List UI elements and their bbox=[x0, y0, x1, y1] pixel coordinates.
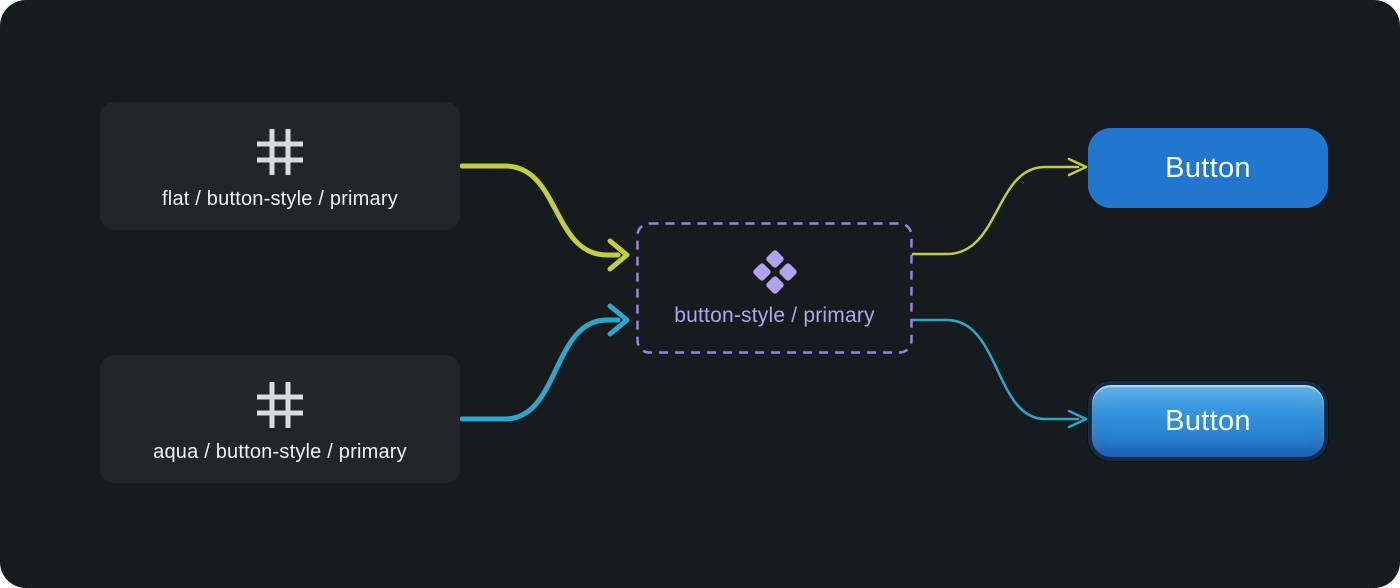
arrow-component-to-flat-button bbox=[911, 157, 1088, 256]
token-node-label: flat / button-style / primary bbox=[162, 187, 398, 210]
token-node-aqua[interactable]: aqua / button-style / primary bbox=[100, 355, 460, 483]
variables-diamonds-icon bbox=[752, 249, 797, 294]
component-node-button-style[interactable]: button-style / primary bbox=[636, 222, 913, 354]
arrowhead-icon bbox=[607, 238, 630, 272]
flat-primary-button[interactable]: Button bbox=[1088, 128, 1328, 208]
button-label: Button bbox=[1165, 151, 1251, 184]
component-node-label: button-style / primary bbox=[674, 303, 875, 327]
arrow-component-to-aqua-button bbox=[911, 318, 1088, 429]
token-node-label: aqua / button-style / primary bbox=[153, 440, 407, 463]
arrowhead-icon bbox=[1067, 157, 1088, 177]
token-node-flat[interactable]: flat / button-style / primary bbox=[100, 102, 460, 230]
hash-icon bbox=[257, 381, 303, 428]
dashed-border bbox=[636, 222, 913, 354]
arrow-aqua-token-to-component bbox=[459, 303, 630, 422]
arrowhead-icon bbox=[1067, 409, 1088, 429]
aqua-primary-button[interactable]: Button bbox=[1088, 381, 1328, 461]
arrowhead-icon bbox=[607, 303, 630, 337]
button-label: Button bbox=[1165, 404, 1251, 437]
arrow-flat-token-to-component bbox=[459, 163, 630, 272]
hash-icon bbox=[257, 128, 303, 175]
